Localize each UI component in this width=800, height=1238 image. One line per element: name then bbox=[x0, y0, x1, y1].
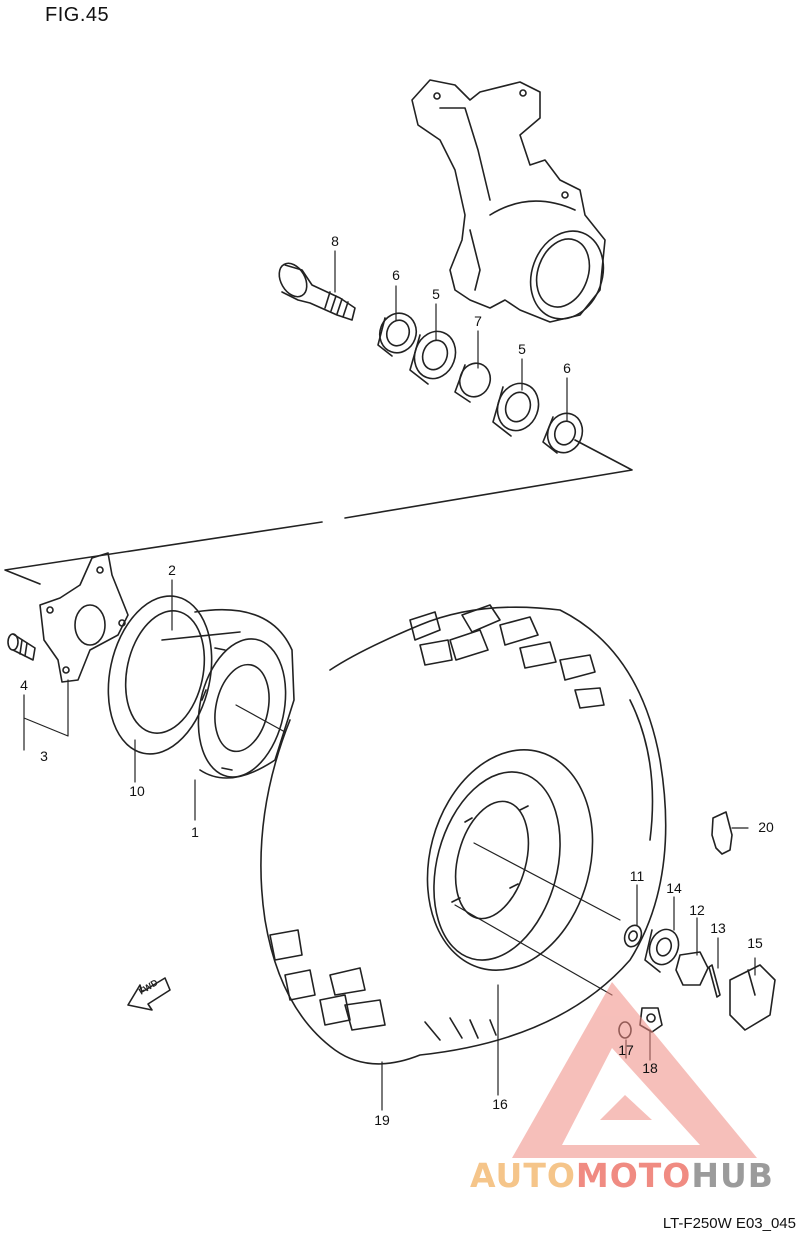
callout-14: 14 bbox=[666, 880, 682, 896]
callout-13: 13 bbox=[710, 920, 726, 936]
callout-2: 2 bbox=[168, 562, 176, 578]
callout-5a: 5 bbox=[432, 286, 440, 302]
callout-12: 12 bbox=[689, 902, 705, 918]
callout-11: 11 bbox=[629, 868, 645, 884]
watermark-text: AUTOMOTOHUB bbox=[470, 1156, 774, 1195]
callout-1: 1 bbox=[191, 824, 199, 840]
leader-lines bbox=[23, 250, 756, 1111]
hub-nut-set bbox=[623, 924, 776, 1031]
figure-code: LT-F250W E03_045 bbox=[662, 1215, 796, 1232]
callout-7: 6 bbox=[563, 360, 571, 376]
watermark-part1: AUTO bbox=[470, 1156, 576, 1195]
brake-drum bbox=[107, 595, 295, 779]
steering-knuckle bbox=[411, 79, 606, 323]
callout-6: 6 bbox=[392, 267, 400, 283]
figure-title: FIG.45 bbox=[45, 4, 110, 26]
hub-bolt bbox=[7, 633, 36, 661]
assembly-line bbox=[4, 439, 633, 585]
callout-15: 15 bbox=[747, 935, 763, 951]
bearing-set bbox=[377, 312, 584, 454]
callout-18: 18 bbox=[642, 1060, 658, 1076]
callout-16: 16 bbox=[492, 1096, 508, 1112]
watermark-logo bbox=[512, 982, 757, 1158]
callout-8: 7 bbox=[474, 313, 482, 329]
callout-4: 4 bbox=[20, 677, 28, 693]
callout-9: 8 bbox=[331, 233, 339, 249]
callout-3: 3 bbox=[40, 748, 48, 764]
callout-20: 20 bbox=[758, 819, 774, 835]
axle-bolt bbox=[278, 262, 356, 321]
watermark-part2: MOTO bbox=[575, 1156, 692, 1195]
tire bbox=[260, 604, 667, 1065]
fwd-arrow-icon bbox=[127, 977, 171, 1011]
callout-17: 17 bbox=[618, 1042, 634, 1058]
watermark-part3: HUB bbox=[691, 1156, 774, 1195]
callout-10: 10 bbox=[129, 783, 145, 799]
callout-19: 19 bbox=[374, 1112, 390, 1128]
wheel-rim bbox=[426, 749, 594, 971]
hub-flange bbox=[39, 552, 129, 683]
callout-5b: 5 bbox=[518, 341, 526, 357]
